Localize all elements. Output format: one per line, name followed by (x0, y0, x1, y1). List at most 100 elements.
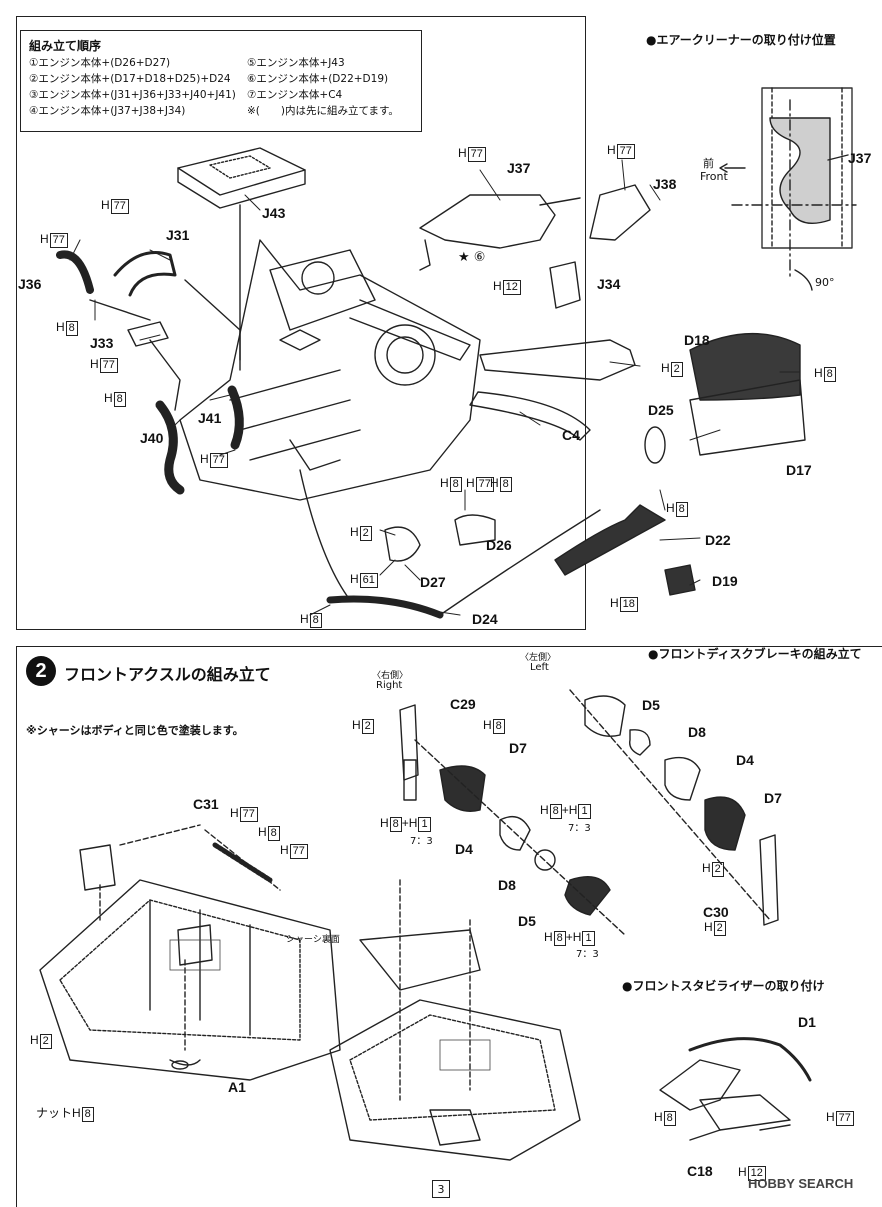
part-label-d7-left: D7 (764, 790, 782, 806)
part-label-d18: D18 (684, 332, 710, 348)
hcode-number: 12 (502, 280, 521, 295)
hcode-number: 8 (113, 392, 126, 407)
part-label-d5-right: D5 (518, 913, 536, 929)
part-label-j38: J38 (653, 176, 677, 192)
part-label-d27: D27 (420, 574, 446, 590)
hcode-number: 77 (99, 358, 118, 373)
hcode-number: 77 (475, 477, 494, 492)
part-label-c31: C31 (193, 796, 219, 812)
angle-label: 90° (815, 276, 835, 289)
assembly-order-title: 組み立て順序 (29, 39, 102, 53)
assembly-step-2: ②エンジン本体+(D17+D18+D25)+D24 (29, 73, 231, 85)
right-side-jp: 〈右側〉 (372, 671, 409, 681)
hcode-number: 77 (616, 144, 635, 159)
watermark: HOBBY SEARCH (748, 1176, 854, 1191)
part-label-d22: D22 (705, 532, 731, 548)
part-label-d5-left: D5 (642, 697, 660, 713)
part-label-d24: D24 (472, 611, 498, 627)
ratio-label: 7：3 (568, 823, 591, 834)
front-jp-label: 前 (703, 157, 714, 170)
assembly-order-box: 組み立て順序 ①エンジン本体+(D26+D27) ②エンジン本体+(D17+D1… (20, 30, 422, 132)
part-label-c18: C18 (687, 1163, 713, 1179)
part-label-j36: J36 (18, 276, 42, 292)
engine-leader-lines (69, 159, 801, 616)
part-label-j33: J33 (90, 335, 114, 351)
hcode-number: 8 (65, 321, 78, 336)
chassis-grid-marks (169, 939, 491, 1071)
step-number-badge: 2 (26, 656, 56, 686)
assembly-step-4: ④エンジン本体+(J37+J38+J34) (29, 105, 186, 117)
hcode-number: 8 (449, 477, 462, 492)
part-label-d4-left: D4 (736, 752, 754, 768)
hcode-number: 8 (499, 477, 512, 492)
page-number: 3 (432, 1180, 450, 1198)
hcode-number: 77 (467, 147, 486, 162)
right-side-en: Right (376, 680, 403, 691)
step6-marker: ⑥ (473, 250, 486, 265)
hcode-number: 61 (359, 573, 378, 588)
stabilizer-title: ●フロントスタビライザーの取り付け (622, 979, 825, 993)
front-en-label: Front (700, 170, 728, 183)
left-side-jp: 〈左側〉 (520, 653, 557, 663)
part-label-d4-right: D4 (455, 841, 473, 857)
chassis-underside-label: シャーシ裏面 (286, 935, 340, 945)
part-label-d19: D19 (712, 573, 738, 589)
right-side-parts-drawing (299, 332, 806, 619)
ratio-label: 7：3 (410, 836, 433, 847)
part-label-j34: J34 (597, 276, 621, 292)
disc-brake-title: ●フロントディスクブレーキの組み立て (648, 647, 862, 661)
part-label-c29: C29 (450, 696, 476, 712)
part-label-j41: J41 (198, 410, 222, 426)
air-cleaner-part-label: J37 (848, 150, 872, 166)
part-label-c30: C30 (703, 904, 729, 920)
brake-left-drawing (569, 689, 779, 926)
air-cleaner-inset-drawing (719, 87, 857, 291)
engine-block-drawing (179, 239, 481, 501)
assembly-note: ※( )内は先に組み立てます。 (247, 105, 399, 117)
hcode-number: 2 (670, 362, 683, 377)
nut-label: ナットH (36, 1106, 81, 1120)
chassis-left-drawing (39, 824, 341, 1081)
hcode-number: 77 (209, 453, 228, 468)
hcode-number: 77 (110, 199, 129, 214)
part-label-j37: J37 (507, 160, 531, 176)
part-label-d26: D26 (486, 537, 512, 553)
part-label-c4: C4 (562, 427, 580, 443)
part-label-j43: J43 (262, 205, 286, 221)
assembly-step-1: ①エンジン本体+(D26+D27) (29, 57, 171, 69)
air-cleaner-title: ●エアークリーナーの取り付け位置 (646, 33, 836, 47)
hcode-number: 77 (49, 233, 68, 248)
hcode-number: 8 (309, 613, 322, 628)
ratio-label: 7：3 (576, 949, 599, 960)
part-label-d8-right: D8 (498, 877, 516, 893)
hcode-number: 8 (823, 367, 836, 382)
chassis-right-drawing (329, 879, 581, 1161)
left-side-en: Left (530, 662, 549, 673)
hcode-number: 2 (359, 526, 372, 541)
